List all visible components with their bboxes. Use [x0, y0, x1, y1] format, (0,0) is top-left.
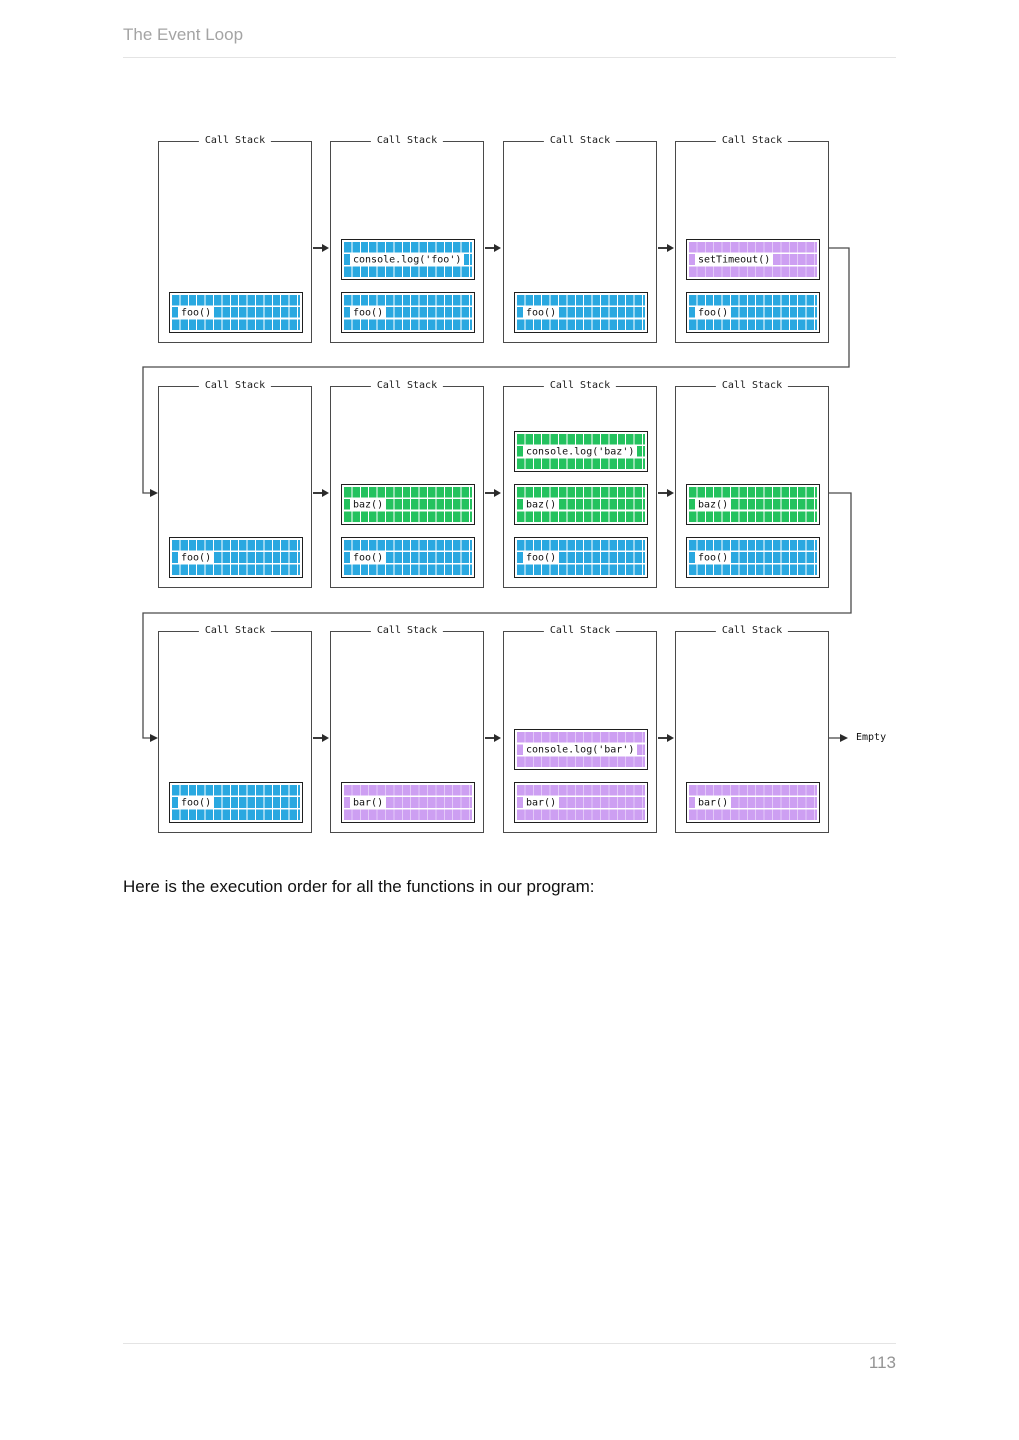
stack-frame-label: console.log('baz')	[523, 445, 638, 458]
stack-frame-label: foo()	[695, 306, 732, 319]
body-text: Here is the execution order for all the …	[123, 877, 595, 896]
stack-frame-label: foo()	[350, 551, 387, 564]
empty-label: Empty	[856, 732, 887, 743]
call-stack-title: Call Stack	[715, 380, 789, 391]
page-header-title: The Event Loop	[123, 25, 244, 44]
stack-frame-label: bar()	[523, 796, 560, 809]
stack-frame-label: bar()	[695, 796, 732, 809]
stack-frame: foo()	[686, 537, 820, 578]
stack-frame: console.log('foo')	[341, 239, 475, 280]
call-stack-box: Call Stack foo() console.log('foo')	[330, 135, 484, 343]
footer-divider	[123, 1343, 896, 1344]
arrowhead-icon	[840, 734, 848, 742]
stack-frame: baz()	[686, 484, 820, 525]
stack-frame: foo()	[514, 537, 648, 578]
stack-frame-label: foo()	[178, 796, 215, 809]
stack-frame: foo()	[169, 782, 303, 823]
call-stack-box: Call Stack foo()	[158, 625, 312, 833]
arrow-right-icon	[658, 244, 674, 251]
stack-frame: setTimeout()	[686, 239, 820, 280]
arrow-right-icon	[485, 489, 501, 496]
stack-frame: bar()	[341, 782, 475, 823]
stack-frame: baz()	[341, 484, 475, 525]
stack-frame-fill	[517, 487, 645, 522]
arrowhead-icon	[150, 489, 158, 497]
arrowhead-icon	[150, 734, 158, 742]
stack-frame-label: bar()	[350, 796, 387, 809]
stack-frame: bar()	[514, 782, 648, 823]
arrow-right-icon	[658, 489, 674, 496]
call-stack-box: Call Stack foo() baz()	[330, 380, 484, 588]
stack-frame: console.log('baz')	[514, 431, 648, 472]
arrow-right-icon	[313, 244, 329, 251]
header-divider	[123, 57, 896, 58]
call-stack-box: Call Stack foo()	[158, 380, 312, 588]
call-stack-title: Call Stack	[198, 135, 272, 146]
call-stack-box: Call Stack foo()	[158, 135, 312, 343]
stack-frame-label: foo()	[523, 306, 560, 319]
stack-frame-label: console.log('bar')	[523, 743, 638, 756]
stack-frame-label: foo()	[350, 306, 387, 319]
stack-frame: foo()	[686, 292, 820, 333]
stack-frame: console.log('bar')	[514, 729, 648, 770]
arrow-right-icon	[658, 734, 674, 741]
arrow-right-icon	[485, 734, 501, 741]
arrow-right-icon	[485, 244, 501, 251]
arrow-right-icon	[313, 489, 329, 496]
stack-frame: foo()	[169, 292, 303, 333]
call-stack-title: Call Stack	[715, 135, 789, 146]
call-stack-title: Call Stack	[543, 380, 617, 391]
call-stack-title: Call Stack	[198, 625, 272, 636]
stack-frame: foo()	[169, 537, 303, 578]
stack-frame-label: foo()	[178, 551, 215, 564]
call-stack-title: Call Stack	[715, 625, 789, 636]
call-stack-title: Call Stack	[370, 380, 444, 391]
stack-frame: baz()	[514, 484, 648, 525]
call-stack-box: Call Stack bar()	[675, 625, 829, 833]
stack-frame: bar()	[686, 782, 820, 823]
stack-frame-label: setTimeout()	[695, 253, 774, 266]
stack-frame-label: console.log('foo')	[350, 253, 465, 266]
stack-frame-label: foo()	[695, 551, 732, 564]
stack-frame: foo()	[341, 537, 475, 578]
call-stack-title: Call Stack	[543, 135, 617, 146]
call-stack-title: Call Stack	[198, 380, 272, 391]
call-stack-box: Call Stack foo() baz()	[675, 380, 829, 588]
stack-frame: foo()	[341, 292, 475, 333]
stack-frame-label: baz()	[350, 498, 387, 511]
call-stack-title: Call Stack	[370, 135, 444, 146]
call-stack-box: Call Stack foo() setTimeout()	[675, 135, 829, 343]
stack-frame-label: baz()	[523, 498, 560, 511]
stack-frame: foo()	[514, 292, 648, 333]
call-stack-box: Call Stack bar()	[330, 625, 484, 833]
stack-frame-label: foo()	[178, 306, 215, 319]
stack-frame-label: baz()	[695, 498, 732, 511]
call-stack-title: Call Stack	[543, 625, 617, 636]
call-stack-box: Call Stack bar() console.log('bar')	[503, 625, 657, 833]
stack-frame-label: foo()	[523, 551, 560, 564]
call-stack-box: Call Stack foo()	[503, 135, 657, 343]
arrow-right-icon	[313, 734, 329, 741]
call-stack-box: Call Stack foo() baz() console.log('baz')	[503, 380, 657, 588]
call-stack-title: Call Stack	[370, 625, 444, 636]
page-number: 113	[868, 1353, 896, 1372]
